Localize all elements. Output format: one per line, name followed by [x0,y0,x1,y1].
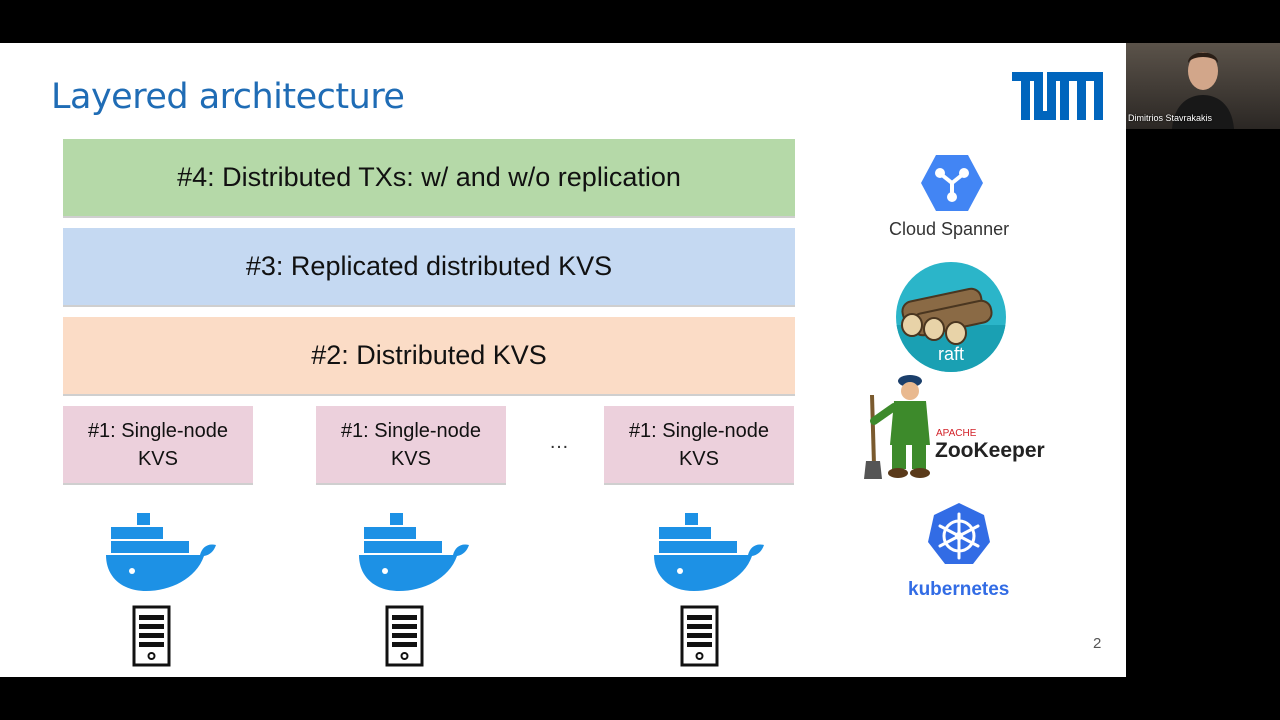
zookeeper-mascot-icon [864,375,930,479]
kubernetes-icon [928,503,990,564]
raft-label: raft [938,344,964,364]
zookeeper-apache-label: APACHE [936,428,977,439]
cloud-spanner-label: Cloud Spanner [889,219,1010,239]
docker-whale-icon [106,513,216,591]
cloud-spanner-icon [921,155,983,211]
presenter-name: Dimitrios Stavrakakis [1128,113,1213,123]
zookeeper-label: ZooKeeper [935,439,1045,462]
docker-whale-icon [654,513,764,591]
server-icon [385,605,424,667]
kubernetes-label: kubernetes [908,579,1010,600]
slide-title: Layered architecture [51,77,405,117]
server-icon [132,605,171,667]
tum-logo [1012,72,1103,120]
layer-1-node-box: #1: Single-node KVS [63,406,253,485]
raft-logo-icon: raft [896,262,1006,372]
slide-number: 2 [1093,635,1102,652]
layer-4-distributed-txs: #4: Distributed TXs: w/ and w/o replicat… [63,139,795,218]
presenter-avatar [1172,52,1234,129]
layer-1-node-box: #1: Single-node KVS [604,406,794,485]
slide: Layered architecture #4: Distributed TXs… [0,43,1126,677]
server-icon [680,605,719,667]
docker-whale-icon [359,513,469,591]
webcam-video: Dimitrios Stavrakakis [1126,43,1280,129]
ellipsis: … [549,431,569,453]
layer-3-replicated-kvs: #3: Replicated distributed KVS [63,228,795,307]
layer-1-node-box: #1: Single-node KVS [316,406,506,485]
layer-2-distributed-kvs: #2: Distributed KVS [63,317,795,396]
